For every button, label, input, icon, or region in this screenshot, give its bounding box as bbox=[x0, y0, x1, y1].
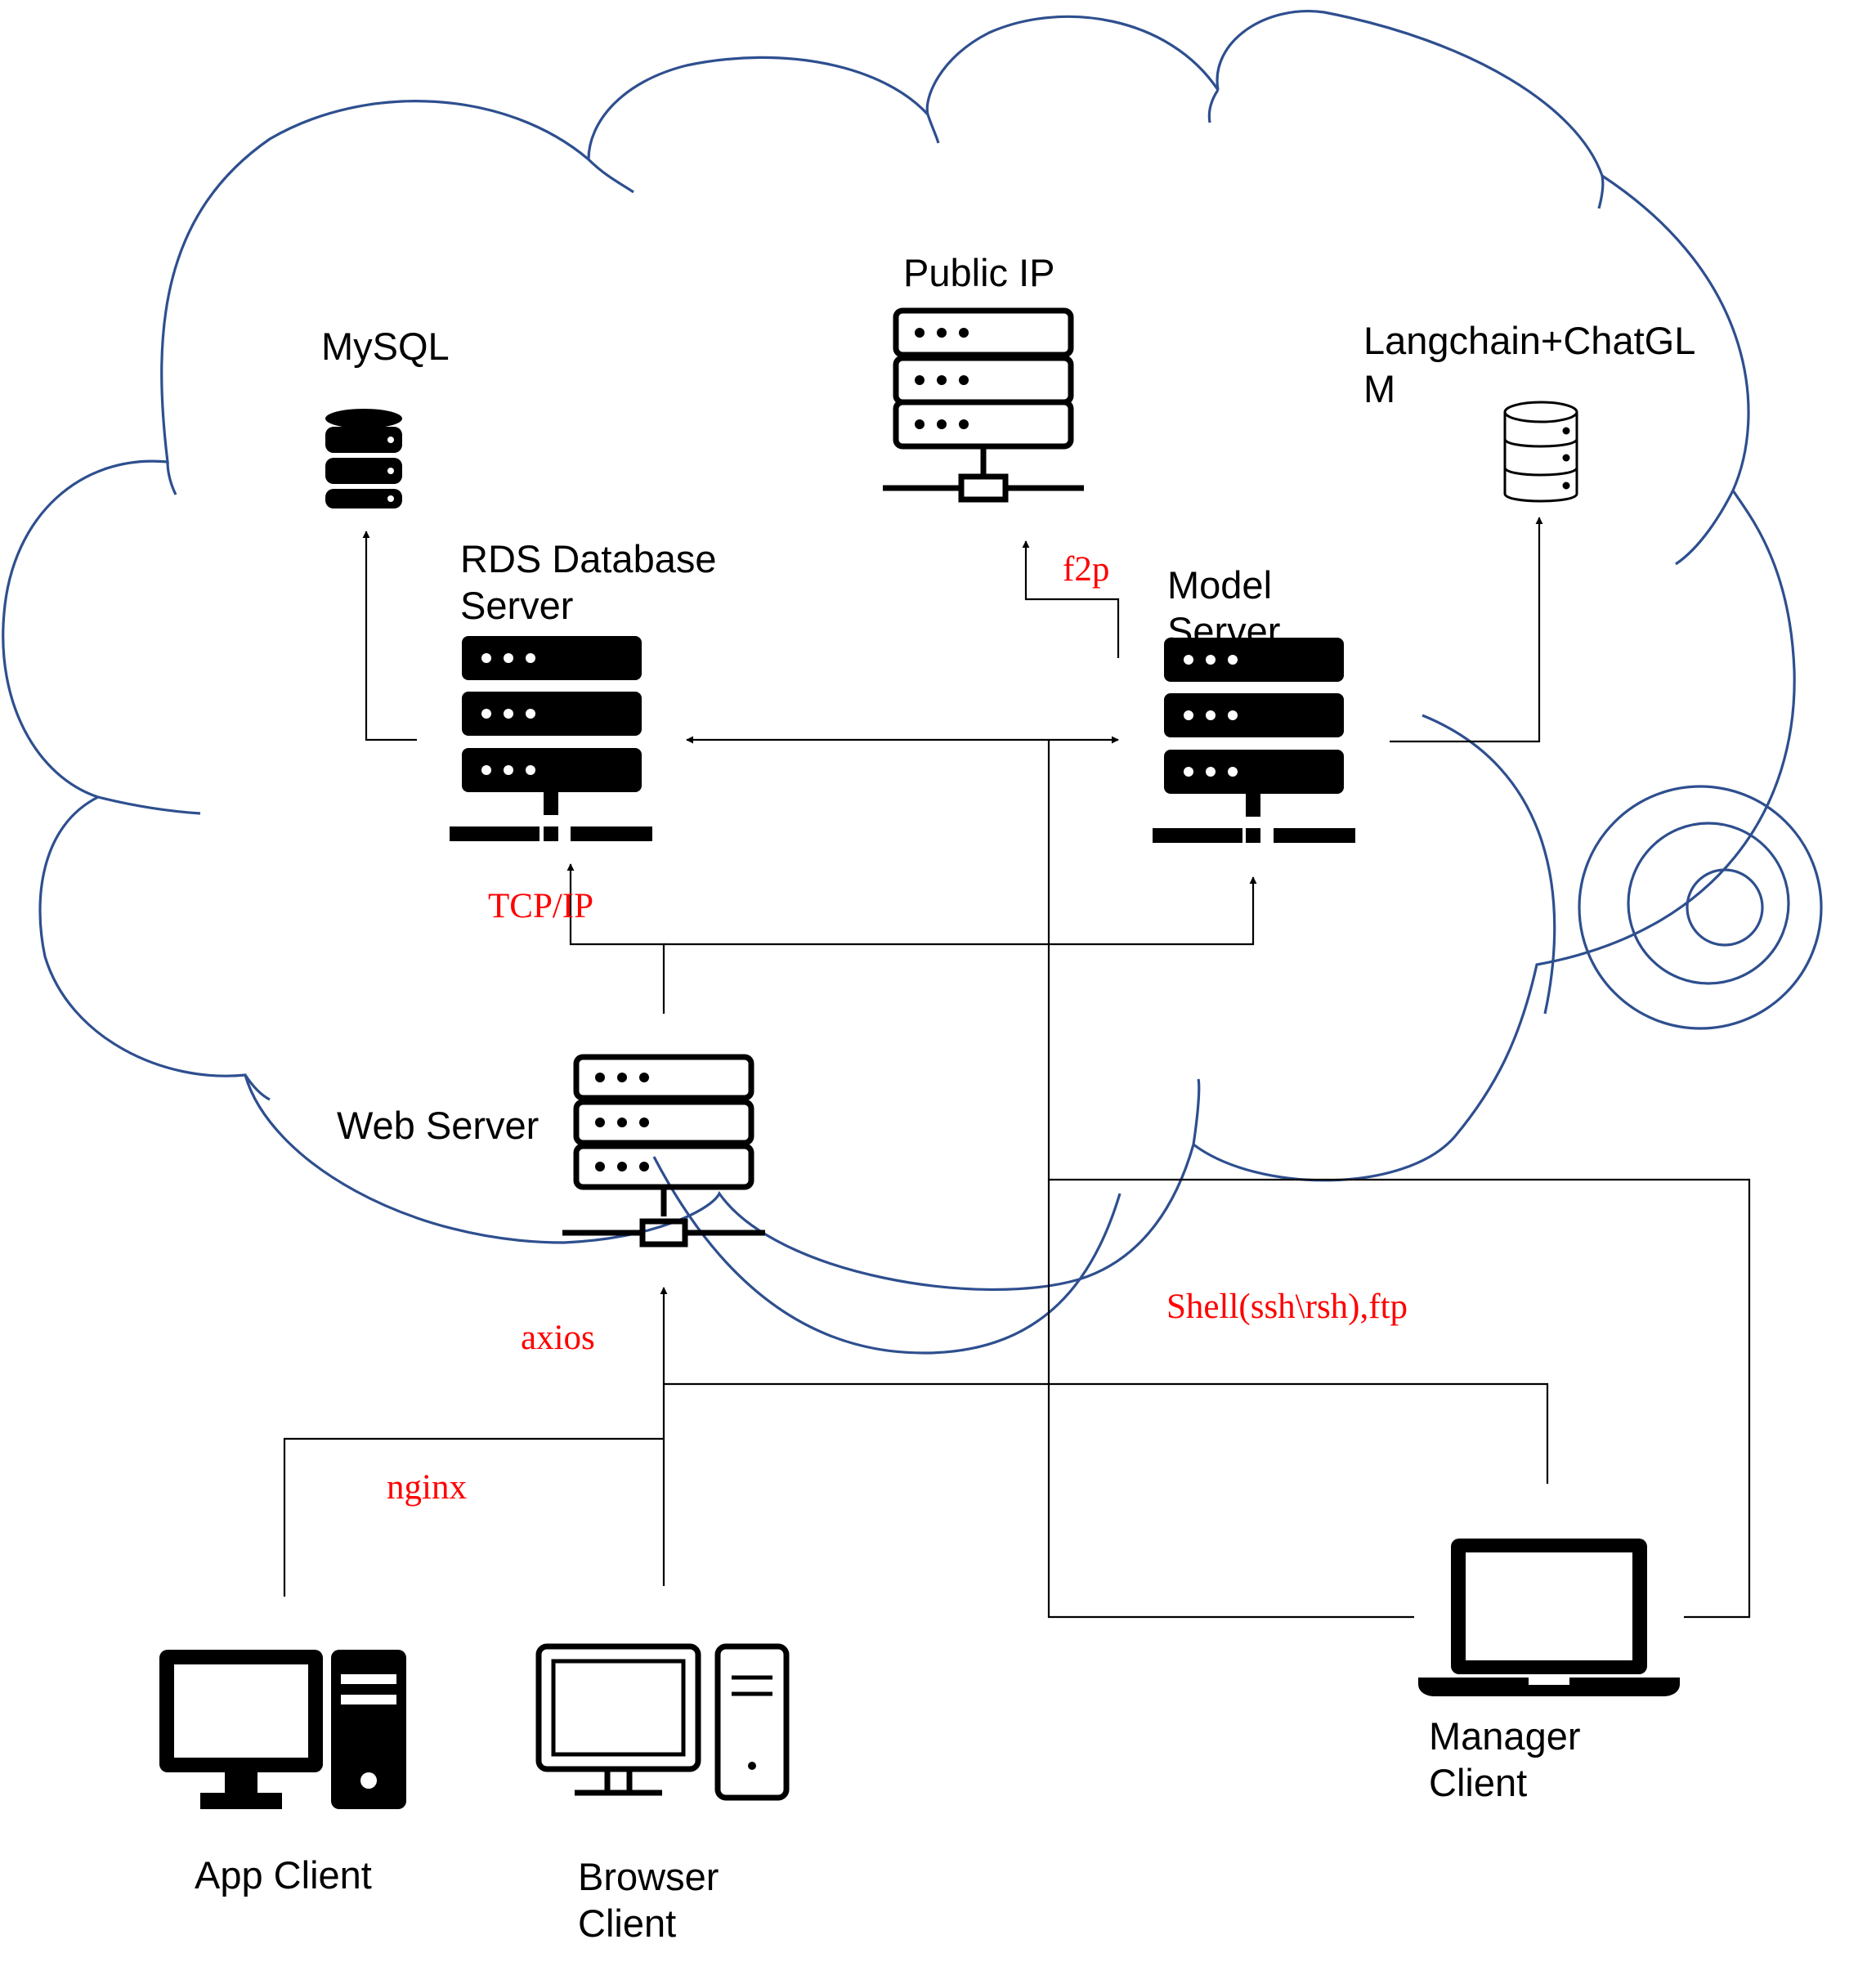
connectors bbox=[283, 517, 1751, 1619]
model-to-public-ip-connector bbox=[1022, 540, 1120, 658]
cloud-bump-a bbox=[587, 158, 634, 194]
manager-shell-loop-connector bbox=[1047, 1178, 1751, 1619]
cloud-bump-d bbox=[1597, 175, 1605, 209]
public-ip-label: Public IP bbox=[903, 251, 1054, 294]
cloud-boundary bbox=[2, 10, 1796, 1291]
clients-to-web-connector bbox=[283, 1287, 668, 1597]
rds-label-line2: Server bbox=[460, 584, 573, 627]
public-ip-node: Public IP bbox=[883, 251, 1084, 503]
browser-client-node: Browser Client bbox=[535, 1643, 790, 1945]
cloud-bump-b bbox=[926, 114, 940, 144]
manager-client-label-line2: Client bbox=[1429, 1761, 1527, 1804]
cloud-bump-f bbox=[166, 461, 177, 495]
f2p-label: f2p bbox=[1063, 550, 1109, 589]
mysql-label: MySQL bbox=[321, 325, 450, 368]
browser-client-label-line1: Browser bbox=[578, 1855, 719, 1898]
database-icon-tier-2 bbox=[325, 458, 402, 484]
web-server-node: Web Server bbox=[337, 1054, 765, 1248]
database-icon bbox=[325, 409, 402, 508]
thought-bubble-small bbox=[1686, 868, 1764, 947]
server-rack-filled-icon bbox=[1153, 638, 1355, 843]
app-client-label: App Client bbox=[195, 1853, 372, 1897]
database-icon-tier-1 bbox=[325, 427, 402, 453]
app-client-node: App Client bbox=[159, 1650, 406, 1897]
desktop-computer-filled-icon bbox=[159, 1650, 406, 1809]
langchain-label-line1: Langchain+ChatGL bbox=[1363, 319, 1695, 362]
axios-label: axios bbox=[521, 1319, 595, 1357]
thought-bubble-large bbox=[1578, 785, 1823, 1030]
tcpip-label: TCP/IP bbox=[488, 887, 593, 925]
database-icon-tier-3 bbox=[325, 489, 402, 508]
rds-to-mysql-connector bbox=[362, 531, 417, 741]
cloud-bump-h bbox=[244, 1074, 271, 1101]
cloud-bump-c bbox=[1207, 89, 1220, 123]
database-icon-top bbox=[325, 409, 402, 428]
manager-to-web-connector bbox=[664, 1382, 1549, 1484]
cloud-bump-e bbox=[1675, 490, 1735, 566]
thought-bubble-ring bbox=[1627, 822, 1790, 985]
manager-client-node: Manager Client bbox=[1418, 1539, 1680, 1804]
shell-label: Shell(ssh\rsh),ftp bbox=[1166, 1288, 1408, 1326]
model-label-line1: Model bbox=[1167, 563, 1272, 607]
rds-server-node: RDS Database Server bbox=[450, 537, 717, 841]
cloud-bump-i bbox=[1192, 1078, 1201, 1145]
web-to-model-connector bbox=[664, 876, 1257, 946]
database-outline-icon bbox=[1503, 401, 1578, 503]
nginx-label: nginx bbox=[387, 1468, 467, 1507]
laptop-icon bbox=[1418, 1539, 1680, 1696]
rds-label-line1: RDS Database bbox=[460, 537, 717, 580]
server-rack-outline-icon bbox=[562, 1054, 765, 1248]
desktop-computer-outline-icon bbox=[535, 1643, 790, 1801]
model-server-node: Model Server bbox=[1153, 563, 1355, 843]
web-label: Web Server bbox=[337, 1104, 539, 1147]
langchain-label-line2: M bbox=[1363, 367, 1395, 410]
cloud-lower-arc bbox=[652, 1156, 1122, 1355]
model-to-langchain-connector bbox=[1390, 517, 1543, 743]
server-rack-outline-icon bbox=[883, 307, 1084, 503]
cloud-bump-g bbox=[97, 795, 201, 815]
browser-client-label-line2: Client bbox=[578, 1902, 676, 1945]
manager-client-label-line1: Manager bbox=[1429, 1714, 1581, 1758]
server-rack-filled-icon bbox=[450, 636, 652, 841]
cloud-outline bbox=[2, 10, 1823, 1355]
mysql-node: MySQL bbox=[321, 325, 450, 508]
langchain-node: Langchain+ChatGL M bbox=[1363, 319, 1695, 503]
protocol-labels: f2p TCP/IP Shell(ssh\rsh),ftp axios ngin… bbox=[387, 550, 1408, 1507]
web-to-rds-connector bbox=[566, 863, 665, 1014]
